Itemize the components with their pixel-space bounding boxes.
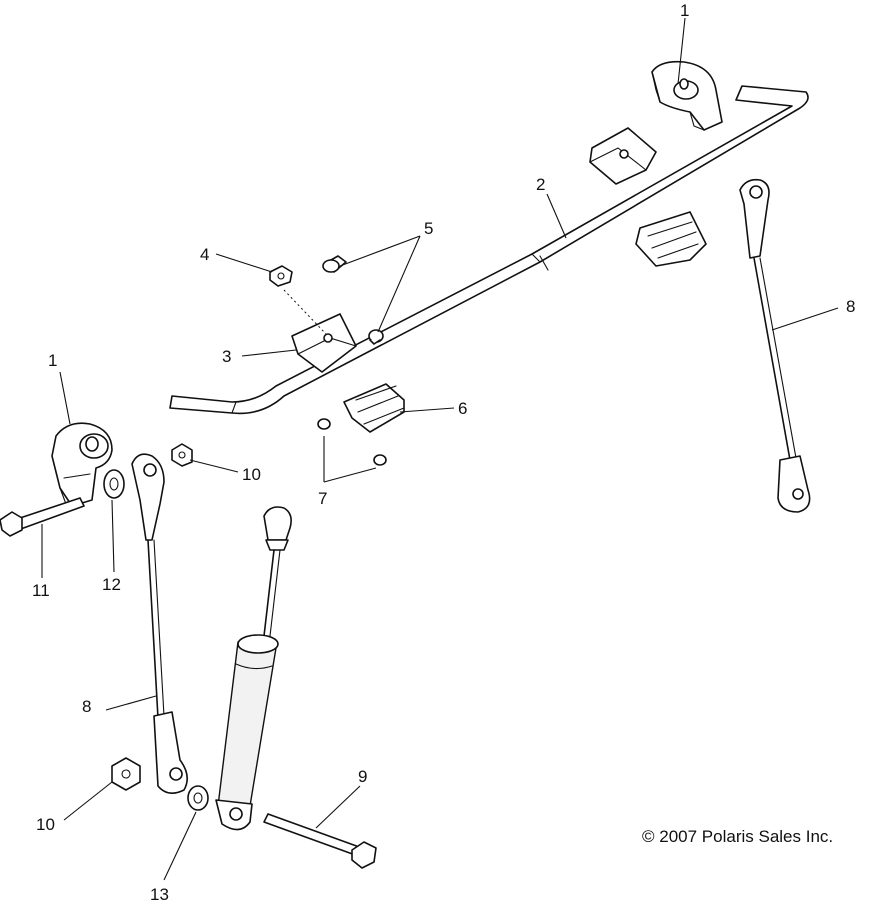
callout-3: 3 [222, 347, 231, 366]
callout-10-lower: 10 [36, 815, 55, 834]
callout-1-top: 1 [680, 1, 689, 20]
callout-4: 4 [200, 245, 209, 264]
washer-7a [317, 418, 331, 430]
bushing-right [635, 211, 707, 267]
callout-5: 5 [424, 219, 433, 238]
link-rod-left [131, 453, 188, 794]
washer-7b [373, 454, 387, 466]
bushing-bracket-top [651, 60, 723, 131]
alignment-line-4 [283, 289, 327, 335]
callout-labels: 1 2 3 4 5 6 7 8 8 9 10 10 11 12 13 1 [32, 1, 855, 903]
bolt-9 [263, 813, 377, 869]
bushing-clamp [291, 313, 357, 373]
bushing-6 [343, 383, 405, 433]
callout-8-left: 8 [82, 697, 91, 716]
link-rod-right [739, 178, 811, 513]
callout-10-upper: 10 [242, 465, 261, 484]
callout-8-right: 8 [846, 297, 855, 316]
bolt-11 [0, 497, 85, 537]
callout-7: 7 [318, 489, 327, 508]
callout-1-left: 1 [48, 351, 57, 370]
leader-lines [41, 17, 839, 881]
screw-5a [322, 255, 347, 273]
nut-10-lower [111, 757, 141, 791]
callout-11: 11 [32, 581, 50, 600]
stabilizer-bar [169, 85, 809, 415]
copyright-notice: © 2007 Polaris Sales Inc. [642, 827, 833, 846]
washer-12 [103, 469, 125, 499]
screw-5b [368, 329, 384, 345]
shock-absorber [215, 506, 292, 831]
callout-12: 12 [102, 575, 121, 594]
callout-6: 6 [458, 399, 467, 418]
nut-10-upper [171, 443, 193, 467]
callout-2: 2 [536, 175, 545, 194]
bushing-clamp-upper [589, 127, 657, 185]
bushing-bracket-left [51, 422, 113, 507]
callout-9: 9 [358, 767, 367, 786]
nut-4 [269, 265, 293, 287]
spacer-13 [187, 785, 209, 811]
callout-13: 13 [150, 885, 169, 903]
